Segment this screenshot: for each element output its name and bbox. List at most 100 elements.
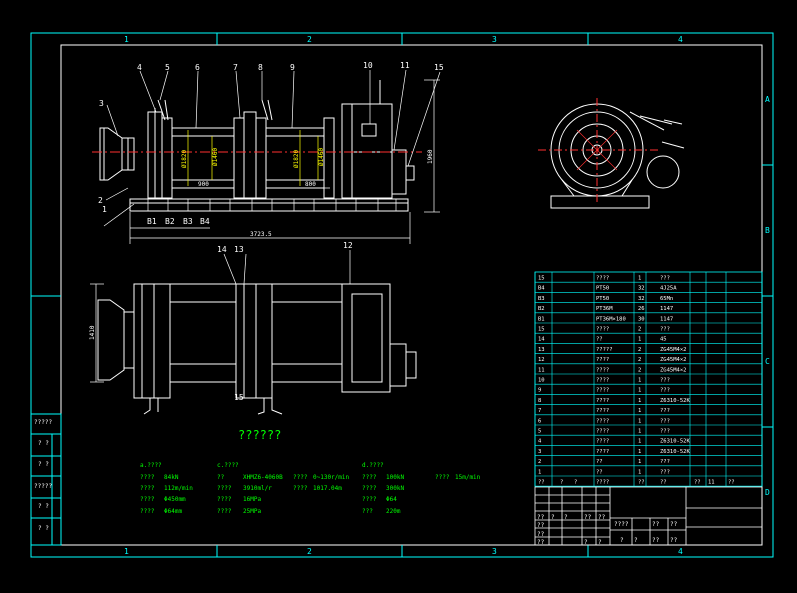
tb-label-5: ?? <box>584 514 592 521</box>
parts-table-cell: 12 <box>538 357 545 363</box>
front-view-base <box>129 198 409 212</box>
parts-table-cell: 26 <box>638 306 645 312</box>
parts-table-cell: 5 <box>538 429 541 435</box>
parts-table-cell: ZG45M4×2 <box>660 357 687 363</box>
parts-table-cell: 1 <box>638 337 641 343</box>
tb-label-1: ?? <box>537 514 545 521</box>
tb-label-10: ? <box>584 539 588 546</box>
parts-table-cell: ???? <box>596 418 609 424</box>
callout-7: 7 <box>233 63 238 72</box>
parts-table-cell: ?? <box>596 469 603 475</box>
parts-table-cell: 30 <box>638 316 645 322</box>
parts-table-cell: 1 <box>638 418 641 424</box>
parts-table-cell: ZG45M4×2 <box>660 347 687 353</box>
side-strip-labels: ????? ? ? ? ? ????? ? ? ? ? <box>34 419 52 532</box>
side-base <box>550 195 650 209</box>
callout-15-front: 15 <box>434 63 444 72</box>
side-strip-label-6: ? ? <box>38 525 49 532</box>
tb-label-2: ? <box>551 514 555 521</box>
callout-9: 9 <box>290 63 295 72</box>
parts-table-cell: 1 <box>638 469 641 475</box>
parts-table-cell: ???? <box>596 378 609 384</box>
top-view-body <box>97 283 417 415</box>
parts-table-cell: PT36M×180 <box>596 316 626 322</box>
param-a-header: a.???? <box>140 462 162 469</box>
side-strip <box>30 413 62 546</box>
parts-table-cell: 1 <box>638 439 641 445</box>
front-view[interactable]: Ø1820 Ø1460 Ø1820 Ø1460 900 800 3723.5 1… <box>92 61 444 244</box>
parts-table-cell: 1147 <box>660 316 673 322</box>
parts-table-cell: ???? <box>596 367 609 373</box>
param-d-label-1: ???? <box>362 474 377 481</box>
param-c-label-3: ???? <box>217 496 232 503</box>
parts-table-cell: ??? <box>660 459 670 465</box>
side-strip-label-3: ? ? <box>38 461 49 468</box>
parts-table-cell: ??? <box>660 429 670 435</box>
zone-labels: 1 2 3 4 1 2 3 4 A B C D <box>124 35 770 556</box>
param-a-label-3: ???? <box>140 496 155 503</box>
parts-table-header-cell: ?? <box>660 480 667 486</box>
parts-table-cell: 1 <box>638 276 641 282</box>
gearbox-motor <box>341 80 415 199</box>
tb-mid-3: ?? <box>670 521 678 528</box>
parts-table-cell: ZG45M4×2 <box>660 367 687 373</box>
parts-table-cell: 32 <box>638 296 645 302</box>
parts-table-header-cell: ? <box>560 480 563 486</box>
zone-row-b: B <box>765 226 770 235</box>
zone-col-3-bottom: 3 <box>492 547 497 556</box>
param-d-label-3: ???? <box>362 496 377 503</box>
param-a-label-2: ???? <box>140 485 155 492</box>
dim-drum2-outer: Ø1820 <box>293 150 300 168</box>
callout-5: 5 <box>165 63 170 72</box>
parts-table-cell: Z6310-52K <box>660 398 690 404</box>
zone-col-2-top: 2 <box>307 35 312 44</box>
parts-table-cell: ?? <box>596 337 603 343</box>
top-view[interactable]: 14 13 12 15 1410 <box>89 241 417 415</box>
parts-table-cell: 1 <box>638 388 641 394</box>
parts-table-cell: ???? <box>596 398 609 404</box>
callout-4: 4 <box>137 63 142 72</box>
front-leader-lines <box>103 69 441 227</box>
top-view-leaders <box>90 250 351 383</box>
param-a-label-1: ???? <box>140 474 155 481</box>
parts-table-cell: 11 <box>538 367 545 373</box>
zone-col-2-bottom: 2 <box>307 547 312 556</box>
param-a-value-2: 112m/min <box>164 485 193 492</box>
callout-1: 1 <box>102 205 107 214</box>
zone-col-1-bottom: 1 <box>124 547 129 556</box>
tech-params: a.???? ???? 84kN ???? 112m/min ???? Φ450… <box>140 462 481 515</box>
callout-15-top: 15 <box>234 393 244 402</box>
param-d-value-3: Φ64 <box>386 496 397 503</box>
parts-table-cell: 15 <box>538 327 545 333</box>
parts-table-cell: ??? <box>660 418 670 424</box>
parts-table-cell: Z6310-52K <box>660 449 690 455</box>
callout-13: 13 <box>234 245 244 254</box>
callout-11: 11 <box>400 61 410 70</box>
zone-col-1-top: 1 <box>124 35 129 44</box>
param-c-extra-value-2: 1017.04m <box>313 485 342 492</box>
param-c-value-1: XHMZ6-4060B <box>243 474 283 481</box>
parts-table-cell: 2 <box>538 459 541 465</box>
parts-table-border <box>534 271 763 487</box>
param-c-label-1: ?? <box>217 474 225 481</box>
dim-drum1-length: 900 <box>198 181 209 188</box>
parts-table-cell: ???? <box>596 388 609 394</box>
parts-table-cell: 1 <box>638 398 641 404</box>
parts-table-cell: 13 <box>538 347 545 353</box>
parts-table-cell: PT50 <box>596 286 609 292</box>
zone-row-d: D <box>765 488 770 497</box>
parts-table-cell: 1 <box>638 408 641 414</box>
parts-table-cell: Z6310-52K <box>660 439 690 445</box>
tb-label-9: ?? <box>537 539 545 546</box>
parts-table-cell: 2 <box>638 357 641 363</box>
side-view[interactable] <box>538 98 685 209</box>
foot-label-b1: B1 <box>147 217 157 226</box>
parts-table-cell: 65Mn <box>660 296 673 302</box>
parts-table-header-cell: ?? <box>694 480 701 486</box>
param-d-label-2: ???? <box>362 485 377 492</box>
parts-table-cell: ?? <box>596 459 603 465</box>
parts-table-cell: ??? <box>660 327 670 333</box>
parts-table-cell: ??? <box>660 408 670 414</box>
